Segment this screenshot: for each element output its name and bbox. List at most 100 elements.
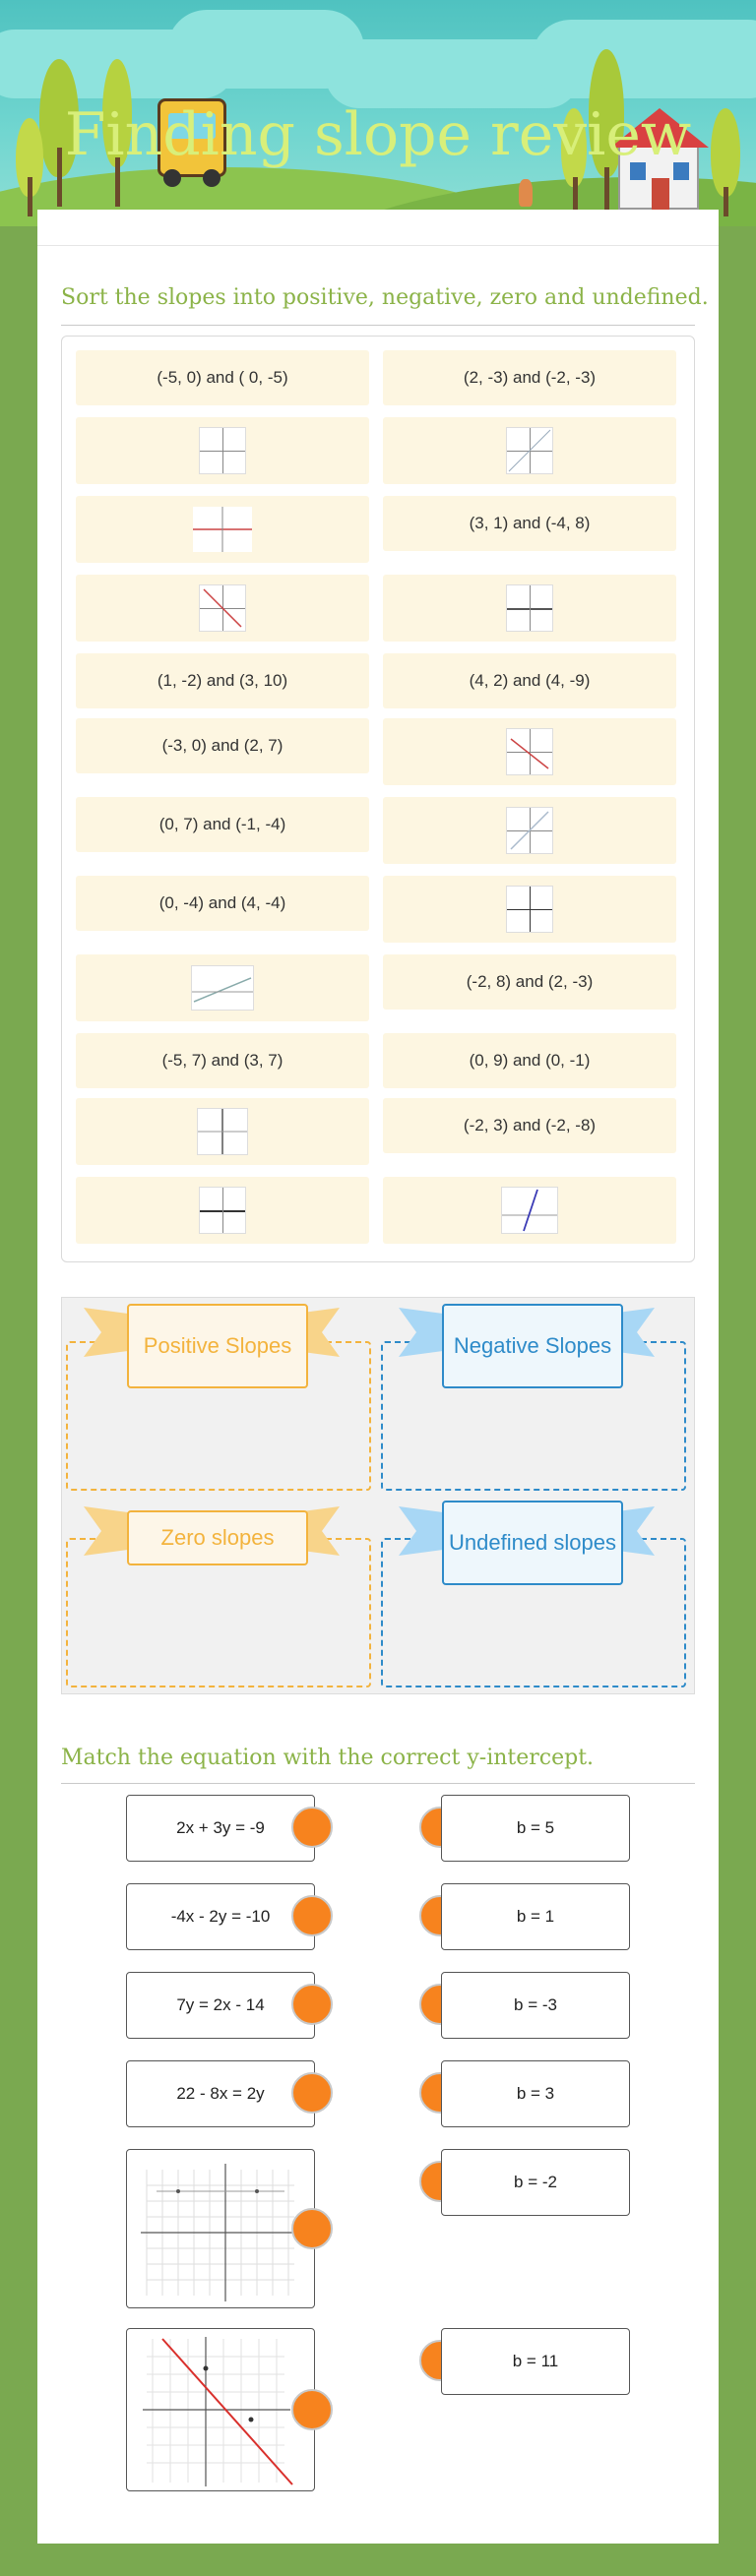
fox-icon [519,179,533,207]
tree-trunk [115,157,120,207]
equation-label: 22 - 8x = 2y [176,2084,265,2103]
match-connector-dot[interactable] [291,1807,333,1848]
slope-card-graph[interactable] [383,575,676,642]
slope-card[interactable]: (-2, 3) and (-2, -8) [383,1098,676,1153]
intercept-card[interactable]: b = 3 [441,2060,630,2127]
graph-thumbnail-icon [197,1108,248,1155]
tree-icon [102,59,132,167]
intercept-card[interactable]: b = -2 [441,2149,630,2216]
graph-thumbnail-icon [506,427,553,474]
slope-card-graph[interactable] [76,954,369,1021]
card-label: (-2, 3) and (-2, -8) [463,1116,597,1135]
graph-thumbnail-icon [199,584,246,632]
intercept-card[interactable]: b = 11 [441,2328,630,2395]
slope-card[interactable]: (-2, 8) and (2, -3) [383,954,676,1010]
graph-thumbnail-icon [199,1187,246,1234]
graph-card[interactable] [126,2328,315,2491]
card-label: (2, -3) and (-2, -3) [463,368,597,387]
match-connector-dot[interactable] [291,1984,333,2025]
card-label: (4, 2) and (4, -9) [469,671,591,690]
sort-instruction: Sort the slopes into positive, negative,… [61,285,709,310]
panel-header-strip [37,210,719,246]
cloud [532,20,756,98]
coordinate-grid-icon [141,2164,300,2301]
graph-thumbnail-icon [506,807,553,854]
wheel-icon [163,169,181,187]
page-title: Finding slope review [64,100,692,169]
coordinate-grid-icon [143,2337,293,2486]
slope-card-graph[interactable] [383,718,676,785]
header-banner: Finding slope review [0,0,756,226]
intercept-label: b = 11 [512,2352,559,2370]
graph-thumbnail-icon [501,1187,558,1234]
match-instruction: Match the equation with the correct y-in… [61,1746,595,1770]
equation-card[interactable]: -4x - 2y = -10 [126,1883,315,1950]
graph-thumbnail-icon [193,507,252,552]
slope-card[interactable]: (1, -2) and (3, 10) [76,653,369,708]
graph-thumbnail-icon [506,886,553,933]
graph-thumbnail-icon [199,427,246,474]
card-label: (-2, 8) and (2, -3) [466,972,594,991]
slope-card[interactable]: (3, 1) and (-4, 8) [383,496,676,551]
card-label: (0, 9) and (0, -1) [469,1051,591,1070]
equation-card[interactable]: 7y = 2x - 14 [126,1972,315,2039]
card-label: (0, -4) and (4, -4) [158,893,286,912]
negative-slopes-label: Negative Slopes [442,1304,623,1388]
tree-trunk [724,187,728,216]
slope-card-graph[interactable] [76,417,369,484]
wheel-icon [203,169,220,187]
match-connector-dot[interactable] [291,2389,333,2430]
slope-card[interactable]: (2, -3) and (-2, -3) [383,350,676,405]
match-connector-dot[interactable] [291,2208,333,2249]
tree-trunk [604,167,609,216]
slope-card-graph[interactable] [76,496,369,563]
undefined-slopes-label: Undefined slopes [442,1501,623,1585]
equation-card[interactable]: 22 - 8x = 2y [126,2060,315,2127]
slope-card-graph[interactable] [76,1177,369,1244]
tree-trunk [57,148,62,207]
worksheet-panel: Sort the slopes into positive, negative,… [37,210,719,2544]
section-divider [61,325,695,326]
intercept-card[interactable]: b = -3 [441,1972,630,2039]
slope-card[interactable]: (0, -4) and (4, -4) [76,876,369,931]
equation-card[interactable]: 2x + 3y = -9 [126,1795,315,1862]
card-label: (1, -2) and (3, 10) [157,671,288,690]
slope-card-graph[interactable] [383,1177,676,1244]
sort-card-pool: (-5, 0) and ( 0, -5) (1, -2) and (3, 10)… [61,336,695,1262]
equation-label: 7y = 2x - 14 [176,1995,265,2014]
intercept-label: b = -3 [514,1995,557,2014]
card-label: (-3, 0) and (2, 7) [161,736,284,755]
positive-slopes-label: Positive Slopes [127,1304,308,1388]
match-connector-dot[interactable] [291,2072,333,2114]
equation-label: 2x + 3y = -9 [176,1818,265,1837]
bus-icon [158,98,226,177]
match-connector-dot[interactable] [291,1895,333,1936]
slope-card-graph[interactable] [383,417,676,484]
card-label: (0, 7) and (-1, -4) [158,815,286,833]
zero-slopes-label: Zero slopes [127,1510,308,1565]
slope-card-graph[interactable] [383,797,676,864]
card-label: (3, 1) and (-4, 8) [469,514,591,532]
slope-card[interactable]: (0, 7) and (-1, -4) [76,797,369,852]
slope-card[interactable]: (-3, 0) and (2, 7) [76,718,369,773]
graph-thumbnail-icon [506,584,553,632]
slope-card[interactable]: (-5, 0) and ( 0, -5) [76,350,369,405]
category-drop-area: Positive Slopes Negative Slopes Zero slo… [61,1297,695,1694]
graph-card[interactable] [126,2149,315,2308]
tree-icon [561,108,587,187]
slope-card[interactable]: (4, 2) and (4, -9) [383,653,676,708]
intercept-label: b = 5 [516,1818,555,1837]
slope-card-graph[interactable] [76,575,369,642]
tree-trunk [573,177,578,216]
card-label: (-5, 7) and (3, 7) [161,1051,284,1070]
intercept-card[interactable]: b = 1 [441,1883,630,1950]
section-divider [61,1783,695,1784]
slope-card[interactable]: (0, 9) and (0, -1) [383,1033,676,1088]
equation-label: -4x - 2y = -10 [170,1907,271,1926]
roof-icon [610,108,709,148]
tree-trunk [28,177,32,216]
slope-card[interactable]: (-5, 7) and (3, 7) [76,1033,369,1088]
intercept-card[interactable]: b = 5 [441,1795,630,1862]
slope-card-graph[interactable] [383,876,676,943]
slope-card-graph[interactable] [76,1098,369,1165]
